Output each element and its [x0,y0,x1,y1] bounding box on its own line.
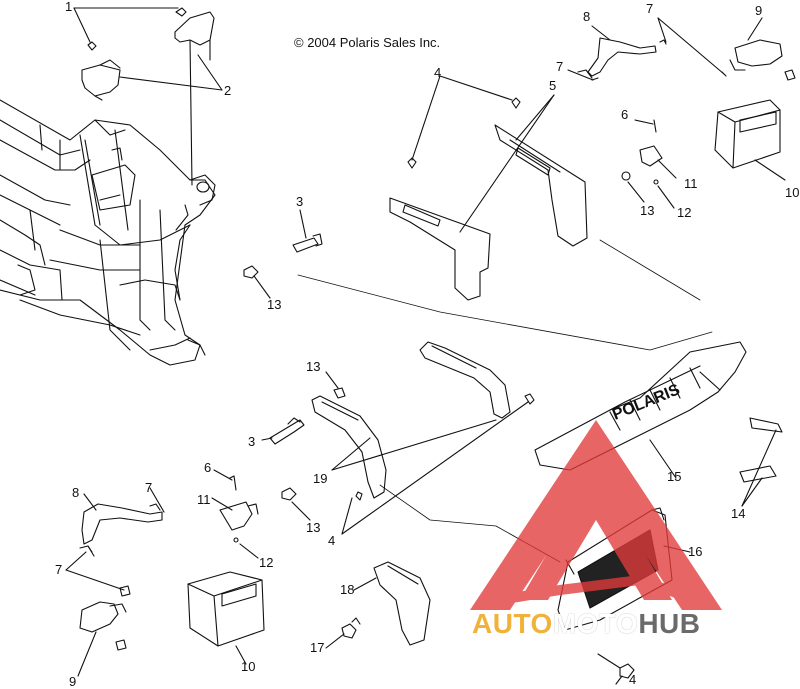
callout-19: 19 [313,471,328,486]
callout-10: 10 [785,185,800,200]
callout-16: 16 [688,544,703,559]
callout-13: 13 [640,203,655,218]
callout-5: 5 [549,78,557,93]
callout-7: 7 [556,59,564,74]
callout-6: 6 [621,107,629,122]
callout-3: 3 [296,194,304,209]
callout-7: 7 [55,562,63,577]
callout-12: 12 [259,555,274,570]
logo-triangle-icon [470,420,722,610]
callout-2: 2 [224,83,232,98]
watermark-moto: MOTO [552,608,639,639]
callout-14: 14 [731,506,746,521]
watermark-text: AUTOMOTOHUB [472,608,700,640]
support-bracket-drawing [311,341,535,499]
watermark-hub: HUB [638,608,701,639]
callout-8: 8 [72,485,80,500]
callout-8: 8 [583,9,591,24]
top-bracket-drawing [81,7,215,186]
bumper-logo-text: POLARIS [610,381,683,424]
callout-10: 10 [241,659,256,674]
callout-12: 12 [677,205,692,220]
callout-9: 9 [69,674,77,689]
copyright-text: © 2004 Polaris Sales Inc. [294,35,441,50]
headlight-bracket-drawing [577,37,796,185]
callout-9: 9 [755,3,763,18]
callout-1: 1 [65,0,73,14]
callout-7: 7 [646,1,654,16]
callout-17: 17 [310,640,325,655]
callout-13: 13 [306,359,321,374]
mount-bracket-drawing [341,561,431,646]
callout-11: 11 [197,492,211,507]
frame-drawing [0,99,216,366]
mount-bracket-drawing [389,97,588,301]
small-bracket-drawing [219,475,259,543]
callout-4: 4 [629,672,637,687]
callout-15: 15 [667,469,682,484]
callout-3: 3 [248,434,256,449]
callout-4: 4 [434,65,442,80]
watermark-auto: AUTO [472,608,553,639]
callout-6: 6 [204,460,212,475]
callout-18: 18 [340,582,355,597]
callout-13: 13 [306,520,321,535]
callout-11: 11 [684,176,698,191]
bolt-drawing [269,417,305,501]
headlight-bracket-drawing [79,503,265,651]
bolt-drawing [243,233,323,279]
callout-13: 13 [267,297,282,312]
callout-4: 4 [328,533,336,548]
callout-7: 7 [145,480,153,495]
